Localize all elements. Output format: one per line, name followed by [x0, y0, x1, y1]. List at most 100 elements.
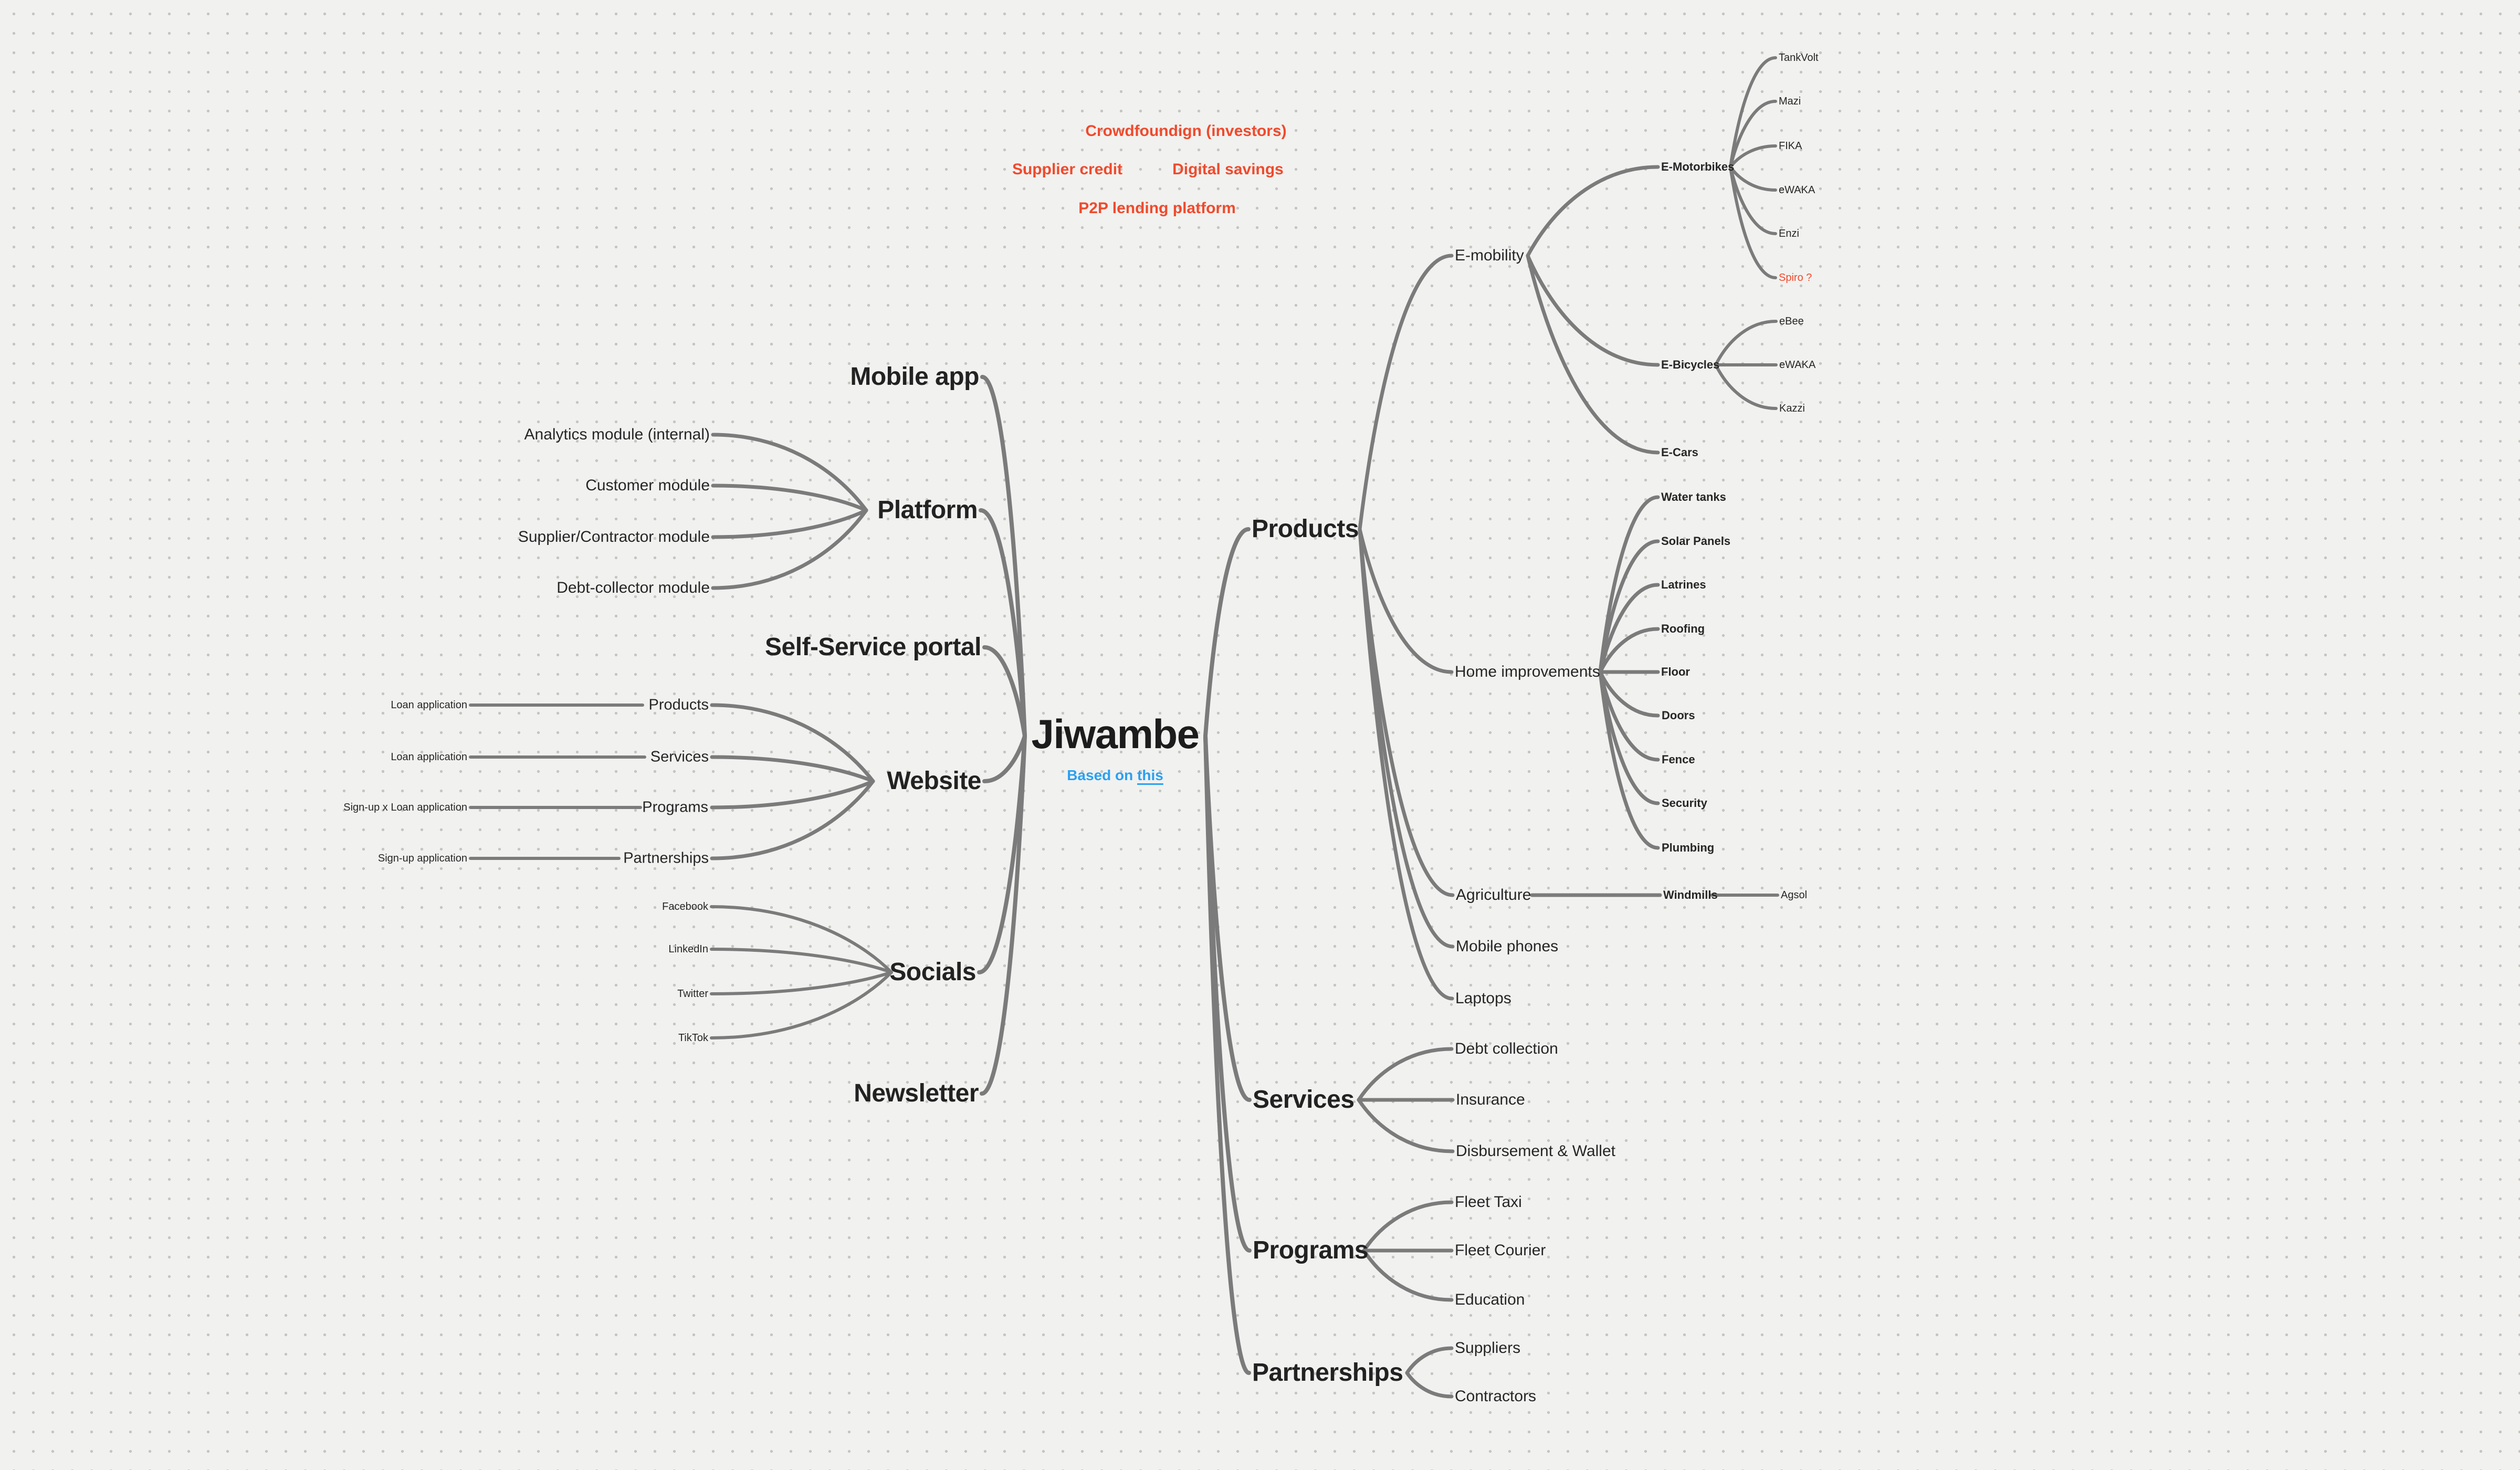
node-newsletter[interactable]: Newsletter	[854, 1079, 979, 1107]
node-fleet-courier[interactable]: Fleet Courier	[1455, 1242, 1546, 1259]
node-supplier-credit[interactable]: Supplier credit	[1012, 161, 1123, 178]
node-ebee[interactable]: eBee	[1779, 316, 1804, 327]
edge	[710, 971, 893, 995]
edge	[711, 508, 868, 539]
node-debt-collection[interactable]: Debt collection	[1455, 1040, 1558, 1057]
center-topic-jiwambe[interactable]: Jiwambe	[1031, 711, 1200, 757]
node-web-services[interactable]: Services	[650, 748, 709, 765]
node-digital-savings[interactable]: Digital savings	[1172, 161, 1284, 178]
edge	[980, 734, 1027, 1096]
node-education[interactable]: Education	[1455, 1291, 1525, 1308]
node-kazzi[interactable]: Kazzi	[1779, 403, 1805, 414]
node-loan-application-2[interactable]: Loan application	[391, 751, 467, 763]
node-ewaka-bicycle[interactable]: eWAKA	[1779, 359, 1816, 371]
node-signup-loan-application[interactable]: Sign-up x Loan application	[343, 802, 467, 813]
based-on-prefix: Based on	[1067, 767, 1138, 783]
edge	[710, 755, 875, 783]
node-products[interactable]: Products	[1252, 515, 1359, 543]
node-solar-panels[interactable]: Solar Panels	[1661, 534, 1731, 548]
node-customer-module[interactable]: Customer module	[585, 477, 710, 494]
node-mobile-phones[interactable]: Mobile phones	[1456, 938, 1559, 955]
node-tankvolt[interactable]: TankVolt	[1779, 52, 1819, 64]
edge	[982, 645, 1027, 738]
node-agsol[interactable]: Agsol	[1781, 889, 1808, 901]
edge	[1526, 254, 1660, 455]
node-mobile-app[interactable]: Mobile app	[850, 363, 979, 391]
edge	[710, 905, 893, 974]
node-disbursement-wallet[interactable]: Disbursement & Wallet	[1456, 1142, 1615, 1160]
node-supplier-module[interactable]: Supplier/Contractor module	[518, 528, 710, 545]
node-self-service-portal[interactable]: Self-Service portal	[765, 633, 982, 661]
node-programs[interactable]: Programs	[1253, 1236, 1369, 1264]
edge	[1598, 539, 1660, 674]
node-laptops[interactable]: Laptops	[1455, 990, 1511, 1007]
node-fleet-taxi[interactable]: Fleet Taxi	[1455, 1193, 1522, 1211]
node-latrines[interactable]: Latrines	[1661, 578, 1706, 591]
edge	[980, 375, 1027, 738]
edge	[1357, 1047, 1454, 1102]
node-tiktok[interactable]: TikTok	[678, 1032, 708, 1044]
edge	[1598, 670, 1660, 850]
node-doors[interactable]: Doors	[1662, 709, 1695, 722]
node-floor[interactable]: Floor	[1661, 665, 1690, 678]
node-e-bicycles[interactable]: E-Bicycles	[1661, 358, 1720, 371]
edge	[1598, 627, 1660, 674]
edge	[710, 948, 893, 974]
based-on-this-link[interactable]: this	[1137, 767, 1163, 783]
node-agriculture[interactable]: Agriculture	[1456, 886, 1531, 904]
edge	[1598, 670, 1660, 718]
edge	[1526, 165, 1660, 258]
edge	[1358, 527, 1455, 949]
node-services[interactable]: Services	[1253, 1086, 1354, 1114]
edge	[982, 734, 1027, 783]
edge	[1362, 1248, 1454, 1302]
node-security[interactable]: Security	[1662, 796, 1707, 810]
node-p2p-lending-platform[interactable]: P2P lending platform	[1078, 200, 1236, 217]
node-contractors[interactable]: Contractors	[1455, 1388, 1537, 1405]
node-twitter[interactable]: Twitter	[677, 988, 708, 1000]
node-analytics-module[interactable]: Analytics module (internal)	[524, 426, 710, 443]
node-mazi[interactable]: Mazi	[1779, 96, 1801, 107]
edge	[1729, 144, 1777, 169]
node-enzi[interactable]: Enzi	[1779, 228, 1799, 239]
edge	[710, 779, 875, 810]
node-web-partnerships[interactable]: Partnerships	[623, 849, 709, 867]
node-web-programs[interactable]: Programs	[642, 799, 708, 816]
node-plumbing[interactable]: Plumbing	[1662, 841, 1715, 854]
node-socials[interactable]: Socials	[889, 958, 976, 986]
node-fika[interactable]: FIKA	[1779, 140, 1802, 152]
node-e-cars[interactable]: E-Cars	[1661, 446, 1698, 459]
node-home-improvements[interactable]: Home improvements	[1455, 663, 1600, 680]
node-linkedin[interactable]: LinkedIn	[668, 943, 708, 955]
edge	[711, 508, 868, 590]
node-facebook[interactable]: Facebook	[662, 901, 708, 912]
edge	[1362, 1200, 1454, 1253]
edge	[711, 484, 868, 512]
node-debt-collector-module[interactable]: Debt-collector module	[556, 579, 710, 596]
node-loan-application-1[interactable]: Loan application	[391, 699, 467, 711]
edge	[711, 433, 868, 512]
node-ewaka-motorbike[interactable]: eWAKA	[1779, 184, 1815, 196]
node-platform[interactable]: Platform	[877, 496, 978, 524]
node-roofing[interactable]: Roofing	[1661, 622, 1705, 635]
node-water-tanks[interactable]: Water tanks	[1661, 490, 1726, 503]
node-signup-application[interactable]: Sign-up application	[377, 853, 467, 864]
edge	[1405, 1371, 1454, 1399]
node-website[interactable]: Website	[887, 767, 981, 795]
node-crowdfounding-investors[interactable]: Crowdfoundign (investors)	[1085, 122, 1287, 140]
edge	[1598, 495, 1660, 674]
node-fence[interactable]: Fence	[1662, 753, 1695, 766]
node-partnerships[interactable]: Partnerships	[1252, 1359, 1403, 1387]
edge	[1714, 320, 1778, 366]
edge	[1729, 165, 1777, 192]
node-web-products[interactable]: Products	[648, 696, 709, 713]
node-suppliers[interactable]: Suppliers	[1455, 1339, 1521, 1357]
node-e-mobility[interactable]: E-mobility	[1455, 247, 1524, 264]
node-spiro[interactable]: Spiro ?	[1779, 272, 1812, 284]
node-insurance[interactable]: Insurance	[1456, 1091, 1525, 1108]
node-e-motorbikes[interactable]: E-Motorbikes	[1661, 160, 1735, 173]
edge	[1357, 1098, 1455, 1153]
node-windmills[interactable]: Windmills	[1663, 888, 1718, 901]
